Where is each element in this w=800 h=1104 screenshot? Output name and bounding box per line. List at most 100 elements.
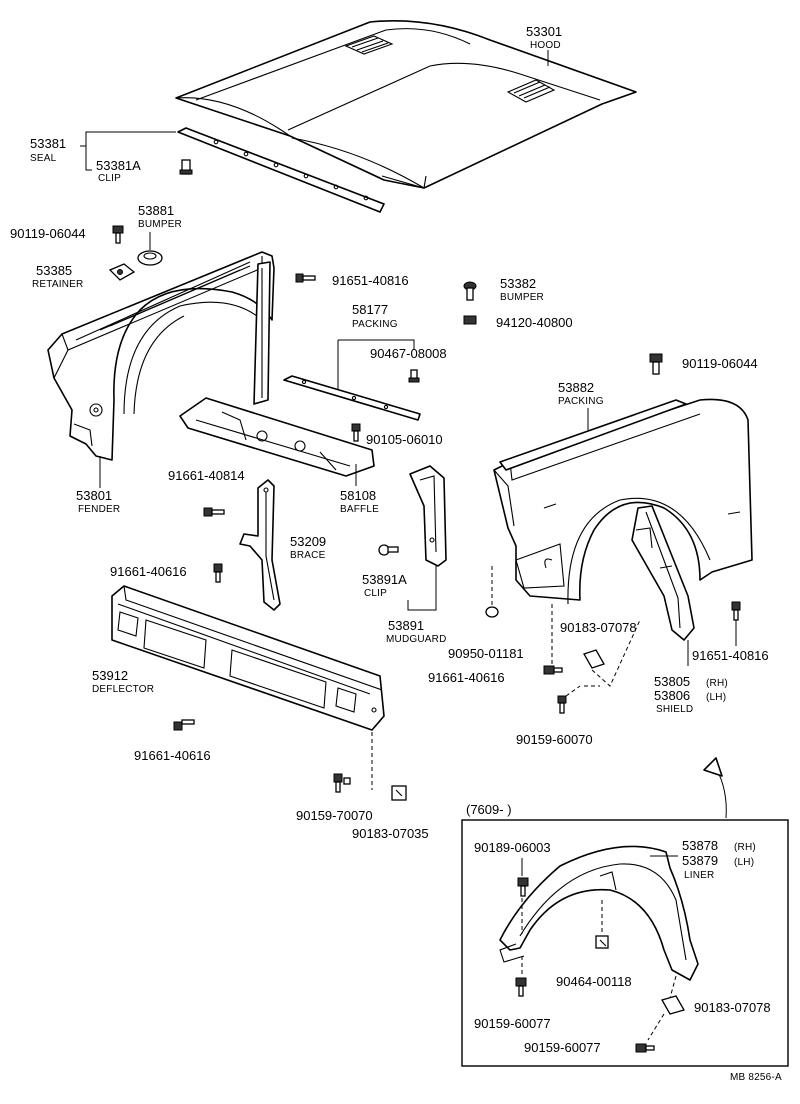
clip-90467-number: 90467-08008 <box>370 346 447 361</box>
bolt-90105-number: 90105-06010 <box>366 432 443 447</box>
inset-date-range: (7609- ) <box>466 802 512 817</box>
screw-90189-number: 90189-06003 <box>474 840 551 855</box>
seal-number: 53381 <box>30 136 66 151</box>
brace-part <box>239 479 281 611</box>
screw-90159-60077-a-number: 90159-60077 <box>474 1016 551 1031</box>
shield-name: SHIELD <box>656 704 693 715</box>
screw-90159-60077-a-icon <box>515 977 527 997</box>
packing-53882-number: 53882 <box>558 380 594 395</box>
fender-name: FENDER <box>78 504 120 515</box>
deflector-number: 53912 <box>92 668 128 683</box>
bolt-91651-top-icon <box>295 273 316 283</box>
bolt-90119-left-number: 90119-06044 <box>10 226 86 241</box>
shield-lh-side: (LH) <box>706 692 726 703</box>
clip-90464-number: 90464-00118 <box>556 974 632 989</box>
baffle-name: BAFFLE <box>340 504 379 515</box>
shield-rh-side: (RH) <box>706 678 728 689</box>
liner-rh-number: 53878 <box>682 838 718 853</box>
liner-lh-number: 53879 <box>682 853 718 868</box>
hood-part <box>175 20 637 189</box>
liner-rh-side: (RH) <box>734 842 756 853</box>
bolt-90119-right-number: 90119-06044 <box>682 356 758 371</box>
brace-number: 53209 <box>290 534 326 549</box>
fender-right-part <box>493 398 753 605</box>
bolt-91661-816-a-number: 91661-40616 <box>110 564 187 579</box>
inset-frame <box>461 819 789 1067</box>
plug-90950-number: 90950-01181 <box>448 646 524 661</box>
bumper-left-number: 53881 <box>138 203 174 218</box>
bolt-91661-816-c-icon <box>173 719 195 731</box>
screw-90159-60077-b-icon <box>635 1043 655 1053</box>
bolt-91661-814-number: 91661-40814 <box>168 468 245 483</box>
seal-name: SEAL <box>30 153 57 164</box>
screw-90189-icon <box>517 877 529 897</box>
retainer-icon <box>108 263 136 281</box>
clip-90183-a-icon <box>583 649 605 669</box>
retainer-name: RETAINER <box>32 279 83 290</box>
deflector-name: DEFLECTOR <box>92 684 154 695</box>
bolt-90119-right-icon <box>649 353 663 375</box>
screw-90159-60077-b-number: 90159-60077 <box>524 1040 601 1055</box>
bolt-91651-right-number: 91651-40816 <box>692 648 769 663</box>
mudguard-clip-icon <box>378 544 399 556</box>
screw-90159-60070-number: 90159-60070 <box>516 732 593 747</box>
shield-lh-number: 53806 <box>654 688 690 703</box>
mudguard-part <box>409 465 447 567</box>
seal-part <box>177 127 385 213</box>
plug-90950-icon <box>485 606 499 618</box>
fender-number: 53801 <box>76 488 112 503</box>
bolt-91661-816-b-icon <box>543 665 563 675</box>
bolt-91661-816-a-icon <box>213 563 223 583</box>
hood-number: 53301 <box>526 24 562 39</box>
nut-94120-number: 94120-40800 <box>496 315 573 330</box>
bolt-91651-right-icon <box>731 601 741 621</box>
packing-53882-part <box>499 399 687 471</box>
retainer-number: 53385 <box>36 263 72 278</box>
liner-lh-side: (LH) <box>734 857 754 868</box>
bolt-91661-814-icon <box>203 507 225 517</box>
liner-part <box>499 845 699 981</box>
clip-90183-b-icon <box>661 995 685 1015</box>
deflector-part <box>111 585 385 731</box>
clip-90467-icon <box>408 369 420 383</box>
mudguard-name: MUDGUARD <box>386 634 447 645</box>
mudguard-number: 53891 <box>388 618 424 633</box>
screw-90159-70070-number: 90159-70070 <box>296 808 373 823</box>
screw-90159-60070-icon <box>557 695 567 714</box>
brace-name: BRACE <box>290 550 326 561</box>
screw-90159-70070-icon <box>333 773 351 793</box>
seal-clip-icon <box>179 159 193 175</box>
clip-90183-07035-number: 90183-07035 <box>352 826 429 841</box>
bolt-91661-816-c-number: 91661-40616 <box>134 748 211 763</box>
clip-90464-icon <box>595 935 609 949</box>
bumper-right-icon <box>463 281 477 301</box>
mudguard-clip-name: CLIP <box>364 588 387 599</box>
mudguard-clip-number: 53891A <box>362 572 407 587</box>
baffle-number: 58108 <box>340 488 376 503</box>
bumper-right-number: 53382 <box>500 276 536 291</box>
bumper-left-name: BUMPER <box>138 219 182 230</box>
nut-94120-icon <box>463 315 477 325</box>
packing-58177-number: 58177 <box>352 302 388 317</box>
shield-rh-number: 53805 <box>654 674 690 689</box>
clip-90183-b-number: 90183-07078 <box>694 1000 771 1015</box>
packing-58177-part <box>283 375 421 421</box>
seal-clip-name: CLIP <box>98 173 121 184</box>
clip-90183-07035-icon <box>391 785 407 801</box>
bumper-left-icon <box>137 250 163 266</box>
apron-part <box>179 261 375 477</box>
bumper-right-name: BUMPER <box>500 292 544 303</box>
hood-name: HOOD <box>530 40 561 51</box>
bolt-91651-top-number: 91651-40816 <box>332 273 409 288</box>
packing-58177-name: PACKING <box>352 319 398 330</box>
shield-part <box>631 505 695 641</box>
bolt-90119-left-icon <box>112 225 124 244</box>
liner-name: LINER <box>684 870 714 881</box>
packing-53882-name: PACKING <box>558 396 604 407</box>
bolt-90105-icon <box>351 423 361 442</box>
clip-90183-a-number: 90183-07078 <box>560 620 637 635</box>
seal-clip-number: 53381A <box>96 158 141 173</box>
bolt-91661-816-b-number: 91661-40616 <box>428 670 505 685</box>
drawing-code: MB 8256-A <box>730 1072 782 1083</box>
